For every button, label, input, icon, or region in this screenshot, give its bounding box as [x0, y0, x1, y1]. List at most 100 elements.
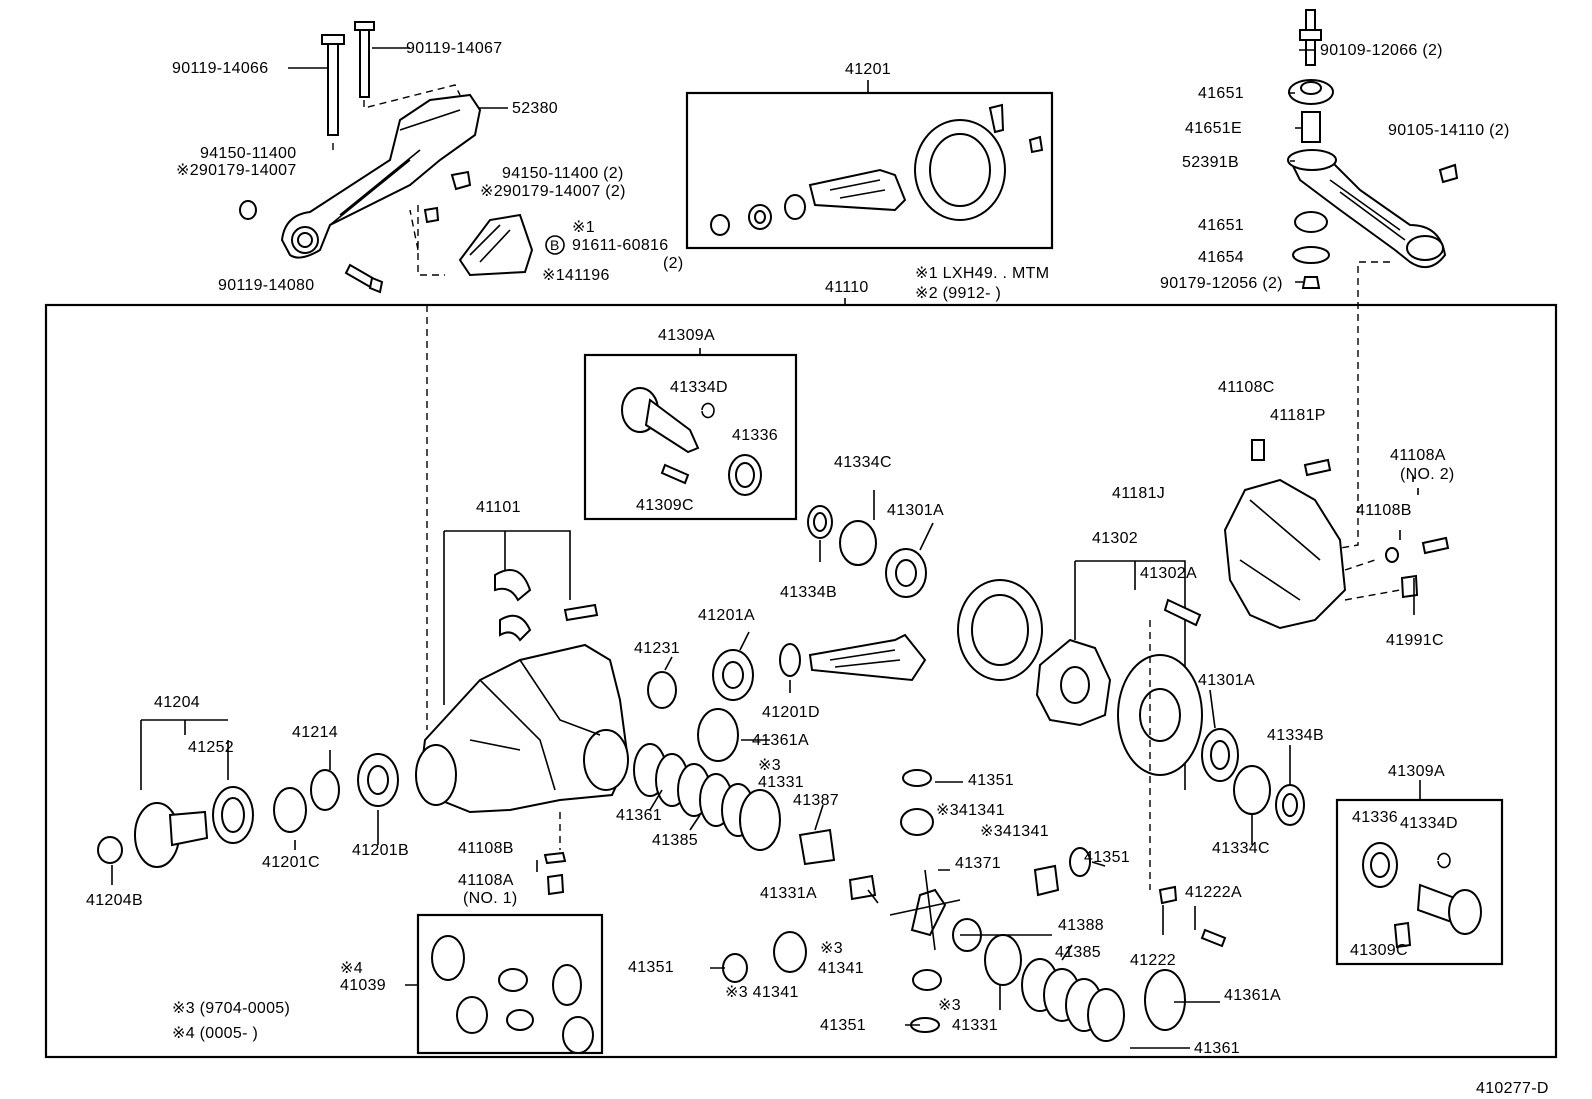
label-341341-a: ※341341: [936, 802, 1005, 819]
differential-carrier-41110: [415, 643, 630, 814]
label-no2: (NO. 2): [1400, 466, 1455, 483]
label-mark3-c: ※3: [938, 997, 961, 1014]
label-41351-c: 41351: [628, 959, 674, 976]
label-41309c-top: 41309C: [636, 497, 694, 514]
gasket-41108b-mid: [543, 851, 567, 865]
label-41654: 41654: [1198, 249, 1244, 266]
label-41181p: 41181P: [1270, 407, 1326, 424]
kit-box-41201: [685, 91, 1054, 250]
bolt-90119-14066: [321, 34, 345, 136]
snap-ring-top: [701, 402, 715, 419]
collar-41651e: [1301, 111, 1321, 143]
label-290179-14007-2: ※290179-14007 (2): [480, 183, 626, 200]
label-41301a-top: 41301A: [887, 502, 944, 519]
rear-mount-guide-line: [1299, 261, 1390, 556]
spring-41331a: [848, 874, 877, 901]
label-41334c-top: 41334C: [834, 454, 892, 471]
bearing-41301a-right: [1201, 728, 1239, 782]
cover-guide-lines: [1344, 559, 1401, 601]
pinion-gear-41201: [808, 633, 927, 682]
label-41991c: 41991C: [1386, 632, 1444, 649]
note-2: ※2 (9912- ): [915, 285, 1001, 302]
label-41336-top: 41336: [732, 427, 778, 444]
nut-small: [423, 206, 440, 224]
bolt-41302a: [1163, 598, 1202, 627]
label-90119-14066: 90119-14066: [172, 60, 268, 77]
label-41334b-right: 41334B: [1267, 727, 1324, 744]
side-gear-41331-b: [984, 934, 1022, 986]
bolt-guide-lines: [332, 84, 461, 150]
label-mark3-b: ※3: [820, 940, 843, 957]
race-41334c-top: [839, 520, 877, 566]
label-41108c: 41108C: [1218, 379, 1275, 396]
label-41334b-top: 41334B: [780, 584, 837, 601]
stopper-41654: [1292, 246, 1330, 264]
note-1: ※1 LXH49. . MTM: [915, 265, 1049, 282]
label-91611-qty: (2): [663, 255, 683, 272]
label-41331a: 41331A: [760, 885, 817, 902]
kit-box-41309a-top: [583, 353, 798, 521]
label-41336-right: 41336: [1352, 809, 1398, 826]
cushion-41651-upper: [1288, 79, 1334, 105]
spacer-41201c: [273, 787, 307, 833]
flange-41204: [134, 802, 209, 868]
label-341341-b: ※341341: [980, 823, 1049, 840]
label-90119-14067: 90119-14067: [406, 40, 502, 57]
label-90109-12066: 90109-12066 (2): [1320, 42, 1443, 59]
leader-41204: [140, 719, 228, 790]
snap-ring-right: [1437, 852, 1451, 869]
label-41331-b: 41331: [952, 1017, 998, 1034]
race-41334c-right: [1233, 765, 1271, 815]
bearing-41334b-right: [1275, 784, 1305, 826]
bearing-41334b-top: [807, 505, 833, 539]
label-41651-upper: 41651: [1198, 85, 1244, 102]
label-41201-kit: 41201: [845, 61, 891, 78]
seal-41336-right: [1362, 842, 1398, 888]
bolt-90119-14080: [344, 263, 384, 294]
label-41309a-right: 41309A: [1388, 763, 1445, 780]
ring-gear-set-41201: [710, 103, 1044, 236]
label-41385-b: 41385: [1055, 944, 1101, 961]
label-41108a-right: 41108A: [1390, 447, 1446, 464]
label-41110: 41110: [825, 279, 869, 296]
label-41039: 41039: [340, 977, 386, 994]
label-41201d: 41201D: [762, 704, 820, 721]
label-91611-60816: 91611-60816: [572, 237, 668, 254]
bolt-90119-14067: [354, 21, 375, 98]
note-3: ※3 (9704-0005): [172, 1000, 290, 1017]
label-mark4: ※4: [340, 960, 363, 977]
label-41101: 41101: [476, 499, 521, 516]
label-mark1: ※1: [572, 219, 595, 236]
bolt-90105-14110: [1438, 163, 1459, 184]
stopper-141196: [458, 213, 534, 277]
thrust-washer-41361a: [697, 708, 739, 762]
label-94150-11400: 94150-11400: [200, 145, 296, 162]
label-41108b-mid: 41108B: [458, 840, 514, 857]
bolt-41309c-right: [1393, 921, 1412, 949]
pin-41222: [1158, 885, 1178, 905]
label-290179-14007: ※290179-14007: [176, 162, 297, 179]
label-no1: (NO. 1): [463, 890, 518, 907]
mount-guide-lines: [409, 205, 445, 276]
part-labels: 90119-14066 90119-14067 52380 94150-1140…: [86, 40, 1548, 1097]
label-41651e: 41651E: [1185, 120, 1242, 137]
label-41309c-right: 41309C: [1350, 942, 1408, 959]
kit-box-41039: [416, 913, 604, 1055]
bolt-41222a: [1200, 928, 1227, 948]
washer-41351-b: [1069, 847, 1091, 877]
label-41361a-b: 41361A: [1224, 987, 1281, 1004]
clutch-pack-41385: [633, 743, 781, 851]
leader-41101: [443, 530, 571, 705]
label-41361-mid: 41361: [616, 807, 662, 824]
plate-41387: [798, 828, 836, 866]
flange-41334d-right: [1416, 883, 1482, 935]
marker-b-circle: [545, 235, 565, 255]
label-41231: 41231: [634, 640, 680, 657]
label-41222a: 41222A: [1185, 884, 1242, 901]
label-41334d-right: 41334D: [1400, 815, 1458, 832]
diff-case-41302: [1035, 638, 1112, 727]
label-41204: 41204: [154, 694, 200, 711]
washer-41351-a: [902, 769, 932, 787]
gear-41341-c: [912, 969, 942, 991]
